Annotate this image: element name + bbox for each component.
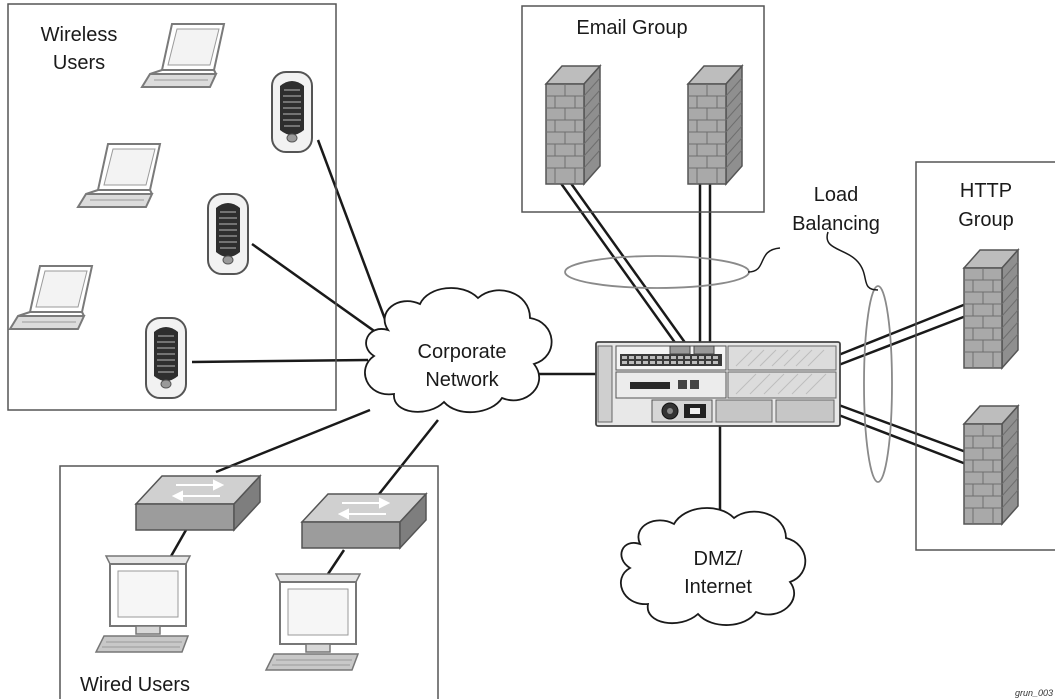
appliance-blank-panel (727, 345, 837, 371)
load-balancing-ring-email (564, 255, 750, 289)
figure-tag: grun_003 (1015, 688, 1053, 698)
link-ap1-cloud (316, 139, 394, 339)
desktop-computer-icon (95, 555, 191, 653)
appliance-uplink-port (669, 345, 691, 355)
wired-users-box (59, 465, 439, 699)
load-balancing-pointer (747, 231, 879, 291)
laptop-icon (77, 143, 161, 208)
firewall-icon (963, 405, 1019, 525)
email-group: Email Group (521, 5, 765, 213)
link-http-fw2-b (835, 412, 967, 466)
laptop-icon (9, 265, 93, 330)
dmz-internet-label-line2: Internet (684, 576, 752, 598)
corporate-network-label-line1: Corporate (418, 341, 507, 363)
http-group: HTTP Group (915, 161, 1055, 551)
wireless-access-point-icon (207, 193, 249, 275)
appliance-left-panel (597, 345, 613, 423)
link-http-fw2-a (835, 402, 967, 454)
load-balancing-label-line1: Load (814, 184, 859, 206)
appliance-drive-slot (630, 382, 670, 389)
appliance-uplink-port (693, 345, 715, 355)
corporate-network-label-line2: Network (425, 369, 499, 391)
wireless-users-box (7, 3, 337, 411)
appliance-port-block (620, 354, 722, 366)
firewall-icon (963, 249, 1019, 369)
network-switch-icon (135, 475, 261, 531)
email-group-label: Email Group (576, 17, 687, 39)
appliance-psu-bay (775, 399, 835, 423)
link-email-fw1-b (568, 181, 688, 345)
http-group-label-line1: HTTP (960, 180, 1012, 202)
cloud-shape (619, 507, 807, 626)
wireless-users-group: Wireless Users (7, 3, 337, 411)
link-switch1-cloud (215, 408, 371, 474)
firewall-icon (687, 65, 743, 185)
wired-users-label: Wired Users (80, 674, 190, 696)
laptop-icon (141, 23, 225, 88)
http-group-box (915, 161, 1055, 551)
desktop-computer-icon (265, 573, 361, 671)
load-balancing-label-line2: Balancing (792, 213, 880, 235)
wireless-access-point-icon (145, 317, 187, 399)
wireless-access-point-icon (271, 71, 313, 153)
firewall-icon (545, 65, 601, 185)
cloud-shape (364, 287, 553, 414)
link-email-fw1-a (558, 181, 678, 345)
appliance-psu-bay (715, 399, 773, 423)
load-balancer-appliance (595, 341, 841, 427)
link-http-fw1-a (835, 302, 967, 358)
load-balancing-ring-http (863, 285, 893, 483)
dmz-internet-cloud: DMZ/ Internet (619, 507, 807, 626)
appliance-console-port (690, 380, 699, 389)
corporate-network-cloud: Corporate Network (364, 287, 553, 414)
firewall-links (558, 181, 967, 466)
link-switch2-pc2 (326, 549, 346, 575)
appliance-console-port (678, 380, 687, 389)
network-switch-icon (301, 493, 427, 549)
link-ap2-cloud (251, 242, 385, 340)
dmz-internet-label-line1: DMZ/ (694, 548, 743, 570)
link-ap3-cloud (191, 358, 369, 364)
http-group-label-line2: Group (958, 209, 1014, 231)
link-switch1-pc1 (168, 529, 188, 559)
wireless-users-label-line1: Wireless (41, 24, 118, 46)
wireless-users-label-line2: Users (53, 52, 105, 74)
wired-users-group: Wired Users (59, 465, 439, 699)
load-balancing-annotation: Load Balancing (564, 184, 893, 483)
link-http-fw1-b (835, 314, 967, 368)
ethernet-ports (622, 356, 718, 364)
email-group-box (521, 5, 765, 213)
